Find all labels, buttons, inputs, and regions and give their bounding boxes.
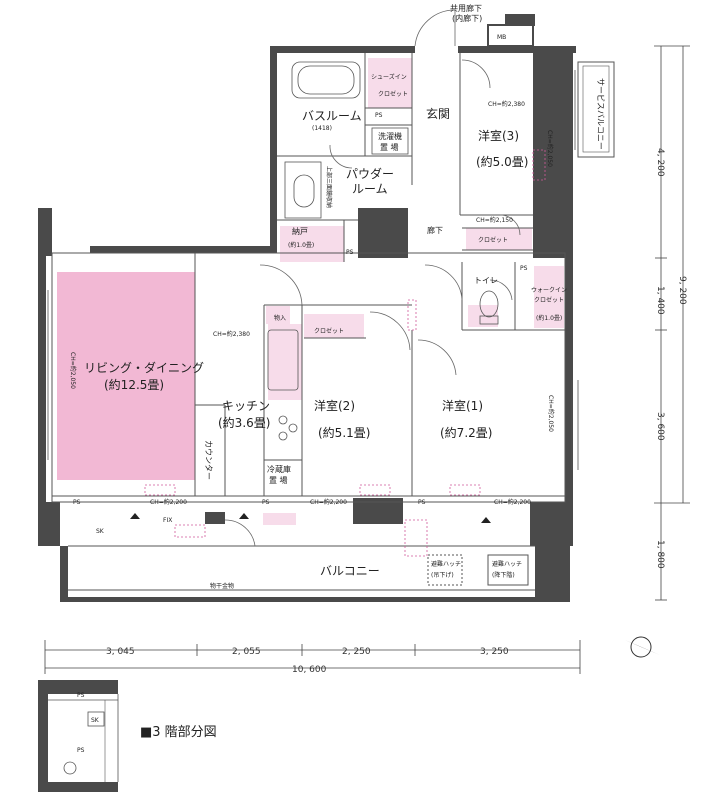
dim-right-3: 3, 600 [655, 412, 665, 441]
ch-living-side: CH=約2,050 [69, 352, 77, 389]
sk-label-3f: SK [91, 717, 100, 724]
ch-w1-bottom: CH=約2,200 [494, 498, 531, 506]
pantry-label: 物入 [274, 314, 286, 322]
dim-bottom-4: 3, 250 [480, 647, 509, 657]
fridge-label-2: 置 場 [269, 475, 288, 485]
ch-living-bottom: CH=約2,200 [150, 498, 187, 506]
dim-bottom-total: 10, 600 [292, 665, 327, 675]
storage-label: 納戸 [292, 226, 308, 236]
western1-size: (約7.2畳) [440, 425, 492, 440]
dim-bottom-1: 3, 045 [106, 647, 135, 657]
fridge-label: 冷蔵庫 [267, 464, 291, 474]
floor-caption: ■3 階部分図 [140, 725, 217, 740]
western3-label: 洋室(3) [478, 128, 519, 143]
powder-room-label-2: ルーム [352, 182, 388, 196]
dim-right-4: 1, 800 [655, 540, 665, 569]
hatch2-label: 避難ハッチ [492, 560, 522, 568]
washer-label: 洗濯機 [378, 131, 402, 141]
bottom-dimension-lines [44, 640, 581, 674]
kitchen-size: (約3.6畳) [218, 415, 270, 430]
ch-w1-side: CH=約2,050 [547, 395, 555, 432]
service-balcony-label: サービスバルコニー [596, 78, 605, 150]
dim-right-total: 9, 200 [677, 276, 687, 305]
ps-label-1: PS [375, 112, 383, 119]
toilet-label: トイレ [474, 276, 498, 285]
bathroom-size: (1418) [312, 125, 332, 132]
ps-label-3: PS [520, 265, 528, 272]
balcony-label: バルコニー [320, 564, 380, 578]
western3-size: (約5.0畳) [476, 154, 528, 169]
dim-right-2: 1, 400 [655, 286, 665, 315]
western1-label: 洋室(1) [442, 398, 483, 413]
sk-label: SK [96, 528, 105, 535]
washer-label-2: 置 場 [380, 142, 399, 152]
compass-icon [625, 636, 660, 658]
ps-label-3f-1: PS [77, 692, 85, 699]
ch-w3-side: CH=約2,050 [546, 130, 554, 167]
shoes-closet-label-2: クロゼット [378, 90, 408, 98]
ps-label-5: PS [262, 499, 270, 506]
laundry-rail-label: 物干金物 [210, 582, 234, 590]
fix-label: FIX [163, 517, 172, 524]
western2-size: (約5.1畳) [318, 425, 370, 440]
storage-size: (約1.0畳) [288, 241, 314, 249]
corridor-label: 廊下 [427, 225, 443, 235]
ch-w2-bottom: CH=約2,200 [310, 498, 347, 506]
common-corridor-sub-label: (内廊下) [452, 13, 482, 23]
powder-room-label: パウダー [346, 166, 394, 181]
ps-label-4: PS [73, 499, 81, 506]
ceiling-heights: CH=約2,380 CH=約2,380 CH=約2,150 CH=約2,050 … [69, 100, 555, 506]
ps-label-2: PS [346, 249, 354, 256]
closet-label-w2: クロゼット [314, 327, 344, 335]
right-dimension-lines [654, 45, 690, 601]
hatch1-label: 避難ハッチ [431, 560, 461, 568]
dryer-note: 上部三面鏡収納 [325, 166, 333, 208]
room-labels: 共用廊下 (内廊下) MB サービスバルコニー シューズイン クロゼット 玄関 … [73, 3, 605, 590]
ch-closet: CH=約2,150 [476, 216, 513, 224]
hatch1-sub: (吊下げ) [431, 571, 454, 579]
dim-right-1: 4, 200 [655, 148, 665, 177]
walkin-size: (約1.0畳) [536, 314, 562, 322]
common-corridor-label: 共用廊下 [450, 3, 482, 13]
dashed-marks [144, 149, 546, 557]
ps-label-6: PS [418, 499, 426, 506]
floor-finishes [57, 58, 564, 525]
shoes-closet-label: シューズイン [371, 73, 407, 81]
entry-markers [130, 513, 491, 523]
right-dimensions: 4, 200 1, 400 3, 600 1, 800 9, 200 [655, 148, 687, 569]
walkin-label: ウォークイン [531, 286, 567, 294]
counter-label: カウンター [204, 440, 213, 480]
bathroom-label: バスルーム [302, 109, 362, 123]
entrance-label: 玄関 [426, 106, 450, 121]
ch-living: CH=約2,380 [213, 330, 250, 338]
western2-label: 洋室(2) [314, 398, 355, 413]
dim-bottom-2: 2, 055 [232, 647, 261, 657]
dim-bottom-3: 2, 250 [342, 647, 371, 657]
mb-label: MB [497, 34, 506, 41]
kitchen-label: キッチン [222, 399, 270, 413]
walls [38, 14, 576, 602]
ch-western3: CH=約2,380 [488, 100, 525, 108]
bottom-dimensions: 3, 045 2, 055 2, 250 3, 250 10, 600 [106, 647, 509, 675]
closet-label-upper: クロゼット [478, 236, 508, 244]
living-dining-label: リビング・ダイニング [84, 360, 204, 375]
living-dining-size: (約12.5畳) [104, 377, 164, 392]
fixtures [47, 61, 579, 470]
doors [224, 9, 521, 547]
third-floor-partial: PS PS SK ■3 階部分図 [38, 680, 217, 792]
walkin-label-2: クロゼット [534, 296, 564, 304]
ps-label-3f-2: PS [77, 747, 85, 754]
hatch2-sub: (降下階) [492, 571, 515, 579]
